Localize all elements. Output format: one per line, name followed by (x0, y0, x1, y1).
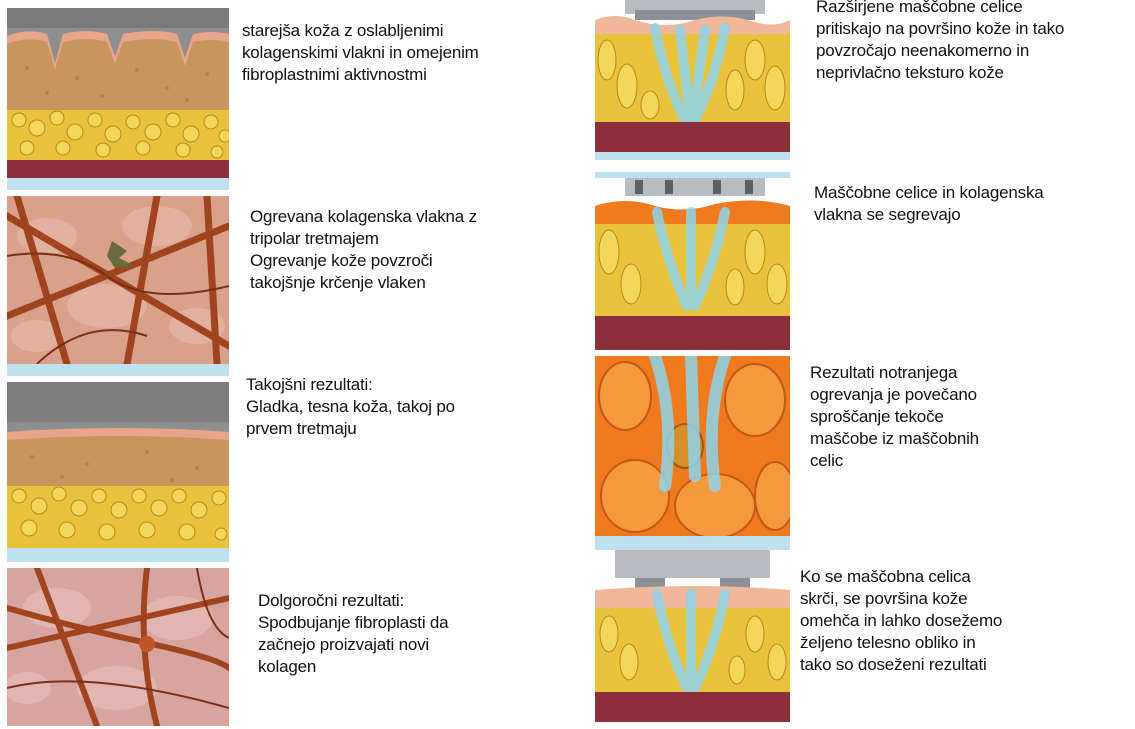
enlarged-fat-illustration (595, 0, 790, 160)
heated-collagen-illustration (7, 196, 229, 364)
section-separator (595, 536, 790, 550)
fat-shrinks-caption: Ko se maščobna celica skrči, se površina… (800, 566, 1002, 676)
enlarged-fat-caption: Razširjene maščobne celice pritiskajo na… (816, 0, 1064, 84)
fibroblast-illustration (7, 568, 229, 726)
long-term-results-caption: Dolgoročni rezultati: Spodbujanje fibrop… (258, 590, 448, 678)
fat-release-caption: Rezultati notranjega ogrevanja je poveča… (810, 362, 979, 472)
immediate-results-caption: Takojšni rezultati: Gladka, tesna koža, … (246, 374, 455, 440)
section-separator (7, 548, 229, 562)
smooth-skin-illustration (7, 382, 229, 548)
fat-cells-closeup-illustration (595, 356, 790, 536)
section-separator (7, 364, 229, 376)
reduced-fat-illustration (595, 550, 790, 722)
aged-skin-illustration (7, 8, 229, 178)
heated-collagen-caption: Ogrevana kolagenska vlakna z tripolar tr… (250, 206, 477, 294)
section-separator (7, 178, 229, 190)
aged-skin-caption: starejša koža z oslabljenimi kolagenskim… (242, 20, 479, 86)
heating-illustration (595, 172, 790, 350)
heating-caption: Maščobne celice in kolagenska vlakna se … (814, 182, 1044, 226)
